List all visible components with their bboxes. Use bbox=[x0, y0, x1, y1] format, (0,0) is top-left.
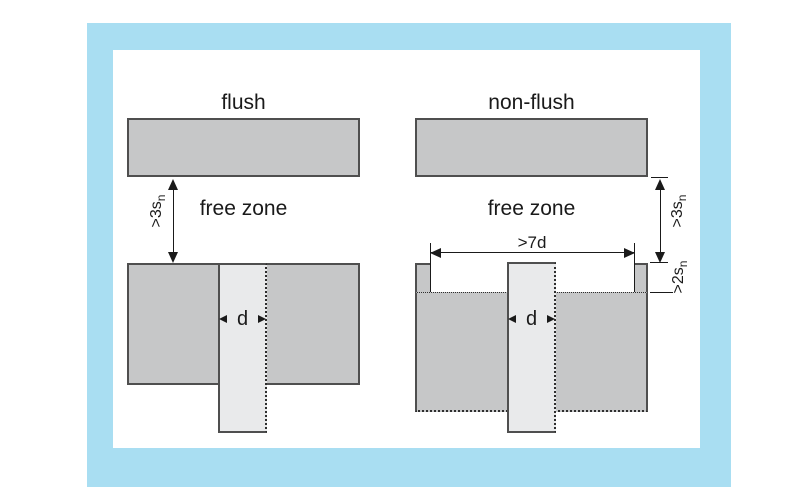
flush-target-plate bbox=[127, 118, 360, 177]
non-flush-target-plate bbox=[415, 118, 648, 177]
non-flush-right-rim bbox=[634, 263, 648, 292]
leader-line-recess-floor bbox=[650, 292, 673, 293]
non-flush-diameter-dimension: d bbox=[508, 308, 555, 330]
arrowhead-left-icon bbox=[219, 315, 227, 323]
arrowhead-right-icon bbox=[258, 315, 266, 323]
subscript-n: n bbox=[676, 260, 691, 268]
arrowhead-right-icon bbox=[547, 315, 555, 323]
non-flush-diameter-label: d bbox=[525, 308, 538, 330]
non-flush-clearance-label: >3sn bbox=[669, 194, 690, 228]
flush-clearance-dimension-arrow bbox=[168, 179, 178, 263]
rim-height-label: >2sn bbox=[670, 260, 691, 294]
arrowhead-left-icon bbox=[508, 315, 516, 323]
leader-line-target-bottom bbox=[651, 177, 668, 178]
flush-free-zone-label: free zone bbox=[199, 197, 288, 220]
flush-sensor bbox=[218, 263, 267, 433]
dimension-line bbox=[660, 181, 661, 261]
extension-line-left bbox=[430, 243, 431, 292]
subscript-n: n bbox=[154, 194, 169, 202]
arrowhead-down-icon bbox=[655, 252, 665, 263]
flush-clearance-label: >3sn bbox=[148, 194, 169, 228]
leader-line-rim-top bbox=[650, 262, 668, 263]
dimension-line bbox=[431, 252, 634, 253]
flush-diameter-dimension: d bbox=[219, 308, 266, 330]
non-flush-left-rim bbox=[415, 263, 430, 292]
arrowhead-up-icon bbox=[168, 179, 178, 190]
non-flush-free-zone-label: free zone bbox=[487, 197, 576, 220]
recess-width-dimension-arrow bbox=[430, 248, 635, 258]
subscript-n: n bbox=[675, 194, 690, 202]
diagram-frame bbox=[87, 23, 731, 487]
extension-line-right bbox=[634, 243, 635, 292]
non-flush-sensor bbox=[507, 262, 556, 433]
flush-diameter-label: d bbox=[236, 308, 249, 330]
non-flush-clearance-dimension-arrow bbox=[655, 179, 665, 263]
non-flush-title: non-flush bbox=[488, 91, 575, 114]
arrowhead-down-icon bbox=[168, 252, 178, 263]
arrowhead-up-icon bbox=[655, 179, 665, 190]
flush-title: flush bbox=[221, 91, 266, 114]
recess-width-label: >7d bbox=[517, 233, 547, 252]
arrowhead-left-icon bbox=[430, 248, 441, 258]
dimension-line bbox=[173, 181, 174, 261]
arrowhead-right-icon bbox=[624, 248, 635, 258]
